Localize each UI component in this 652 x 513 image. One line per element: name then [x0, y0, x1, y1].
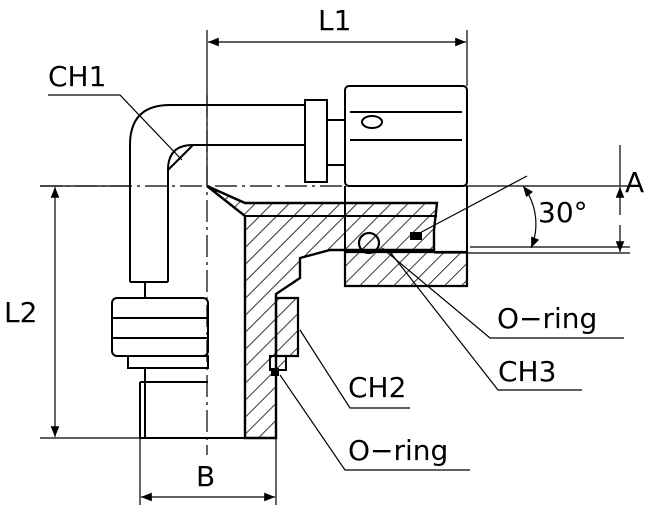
nut-section: [343, 186, 469, 288]
elbow-body: [129, 99, 345, 283]
label-a: A: [625, 166, 644, 199]
label-l2: L2: [4, 296, 37, 329]
leader-lines: [48, 94, 624, 471]
lower-section: [269, 296, 300, 376]
label-b: B: [196, 460, 215, 493]
swivel-nut: [344, 85, 468, 187]
o-ring-top: [357, 231, 422, 255]
label-l1: L1: [318, 4, 351, 37]
dimension-lines: [50, 37, 630, 502]
extension-lines: [40, 30, 630, 505]
hex-body: [111, 282, 245, 439]
label-ch2: CH2: [348, 371, 406, 404]
label-ch3: CH3: [498, 355, 556, 388]
label-angle: 30°: [538, 196, 588, 229]
nut-hole: [361, 115, 383, 129]
dim-angle-30: [522, 185, 540, 249]
label-o-ring-bottom: O−ring: [348, 434, 448, 467]
label-ch1: CH1: [48, 60, 106, 93]
label-o-ring-top: O−ring: [497, 302, 597, 335]
